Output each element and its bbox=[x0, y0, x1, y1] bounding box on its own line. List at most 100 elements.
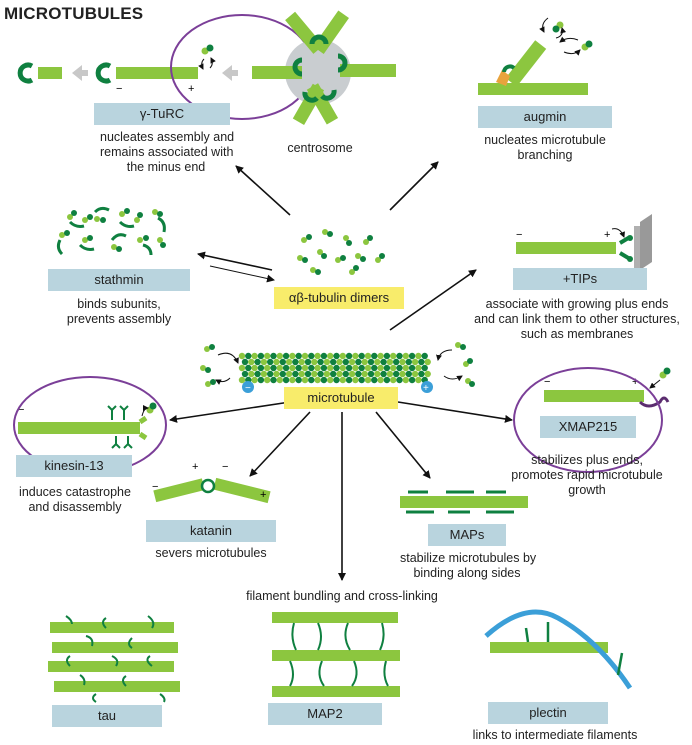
tubulin-subunit bbox=[399, 370, 406, 378]
tubulin-subunit bbox=[358, 376, 365, 384]
tubulin-subunit bbox=[352, 376, 359, 384]
plus-mark: + bbox=[604, 229, 610, 241]
tubulin-subunit bbox=[317, 358, 324, 366]
tubulin-subunit bbox=[254, 358, 261, 366]
tubulin-subunit bbox=[393, 370, 400, 378]
arrow-to-stathmin bbox=[197, 251, 273, 271]
microtubule-label: microtubule bbox=[284, 387, 398, 409]
tubulin-subunit bbox=[393, 358, 400, 366]
xmap215-label: XMAP215 bbox=[540, 416, 636, 438]
plectin-description: links to intermediate filaments bbox=[472, 728, 638, 742]
tubulin-subunit bbox=[408, 352, 416, 360]
tubulin-subunit bbox=[320, 376, 328, 384]
tubulin-subunit bbox=[257, 364, 265, 372]
tubulin-subunit bbox=[298, 370, 305, 378]
tubulin-subunit bbox=[415, 352, 422, 360]
tubulin-subunit bbox=[304, 358, 312, 366]
tubulin-subunit bbox=[279, 370, 286, 378]
tubulin-subunit bbox=[238, 364, 246, 372]
plus-mark: + bbox=[632, 376, 638, 388]
tubulin-subunit bbox=[371, 364, 378, 372]
tubulin-subunit bbox=[330, 358, 337, 366]
tubulin-subunit bbox=[418, 370, 425, 378]
tubulin-subunit bbox=[327, 352, 334, 360]
tubulin-subunit bbox=[276, 364, 283, 372]
stathmin-description: binds subunits,prevents assembly bbox=[66, 297, 172, 326]
tubulin-subunit bbox=[421, 364, 428, 372]
tubulin-subunit bbox=[245, 364, 252, 372]
tubulin-subunit bbox=[339, 364, 346, 372]
kinesin13-label: kinesin-13 bbox=[16, 455, 132, 477]
maps-label: MAPs bbox=[428, 524, 506, 546]
tubulin-subunit bbox=[374, 370, 381, 378]
tubulin-subunit bbox=[320, 364, 328, 372]
minus-mark: − bbox=[245, 383, 251, 394]
tubulin-subunit bbox=[377, 352, 384, 360]
tubulin-subunit bbox=[336, 370, 343, 378]
tubulin-subunit bbox=[380, 358, 387, 366]
tubulin-subunit bbox=[314, 364, 321, 372]
tau-label: tau bbox=[52, 705, 162, 727]
tubulin-subunit bbox=[289, 352, 296, 360]
tubulin-subunit bbox=[292, 370, 299, 378]
augmin-label: augmin bbox=[478, 106, 612, 128]
bundling-heading: filament bundling and cross-linking bbox=[246, 589, 438, 603]
tubulin-subunit bbox=[311, 370, 318, 378]
tubulin-subunit bbox=[323, 358, 331, 366]
arrows bbox=[169, 161, 513, 581]
tubulin-subunit bbox=[339, 352, 346, 360]
xmap215-illustration: − + bbox=[513, 367, 671, 473]
tubulin-subunit bbox=[285, 370, 293, 378]
tubulin-subunit bbox=[295, 364, 302, 372]
tubulin-subunit bbox=[330, 370, 337, 378]
tubulin-subunit bbox=[317, 370, 324, 378]
katanin-label: katanin bbox=[146, 520, 276, 542]
tubulin-subunit bbox=[386, 358, 394, 366]
tubulin-subunit bbox=[374, 358, 381, 366]
tubulin-subunit bbox=[424, 370, 431, 378]
tubulin-subunit bbox=[238, 352, 246, 360]
tubulin-subunit bbox=[314, 352, 321, 360]
tubulin-subunit bbox=[380, 370, 387, 378]
tubulin-subunit bbox=[383, 352, 391, 360]
tubulin-subunit bbox=[270, 376, 277, 384]
plus-mark: + bbox=[423, 383, 429, 394]
arrow-to-katanin bbox=[249, 411, 311, 477]
tubulin-subunit bbox=[402, 364, 409, 372]
arrow-to-augmin bbox=[389, 161, 439, 211]
tubulin-subunit bbox=[364, 364, 372, 372]
tubulin-subunit bbox=[333, 364, 340, 372]
tubulin-subunit bbox=[396, 364, 403, 372]
tubulin-subunit bbox=[327, 376, 334, 384]
tubulin-subunit bbox=[348, 370, 356, 378]
minus-mark: − bbox=[516, 229, 522, 241]
tubulin-subunit bbox=[257, 352, 265, 360]
tubulin-subunit bbox=[342, 370, 349, 378]
tubulin-subunit bbox=[248, 370, 255, 378]
tubulin-subunit bbox=[418, 358, 425, 366]
arrow-to-maps bbox=[375, 411, 431, 479]
tubulin-subunit bbox=[289, 376, 296, 384]
tubulin-subunit bbox=[367, 370, 375, 378]
tubulin-subunit bbox=[367, 358, 375, 366]
tubulin-subunit bbox=[273, 370, 280, 378]
tubulin-dimers-illustration bbox=[297, 229, 385, 275]
arrow-to-gammaturc bbox=[235, 165, 291, 216]
tubulin-subunit bbox=[273, 358, 280, 366]
tubulin-subunit bbox=[260, 370, 268, 378]
map2-label: MAP2 bbox=[268, 703, 382, 725]
tubulin-subunit bbox=[251, 352, 258, 360]
tubulin-subunit bbox=[386, 370, 394, 378]
tubulin-subunit bbox=[308, 364, 315, 372]
tubulin-subunit bbox=[348, 358, 356, 366]
tubulin-subunit bbox=[308, 376, 315, 384]
tubulin-subunit bbox=[289, 364, 296, 372]
tubulin-subunit bbox=[336, 358, 343, 366]
tubulin-subunit bbox=[314, 376, 321, 384]
tubulin-subunit bbox=[320, 352, 328, 360]
katanin-description: severs microtubules bbox=[155, 546, 267, 560]
stathmin-illustration bbox=[56, 206, 166, 256]
minus-mark: − bbox=[222, 461, 228, 473]
tubulin-subunit bbox=[238, 376, 246, 384]
